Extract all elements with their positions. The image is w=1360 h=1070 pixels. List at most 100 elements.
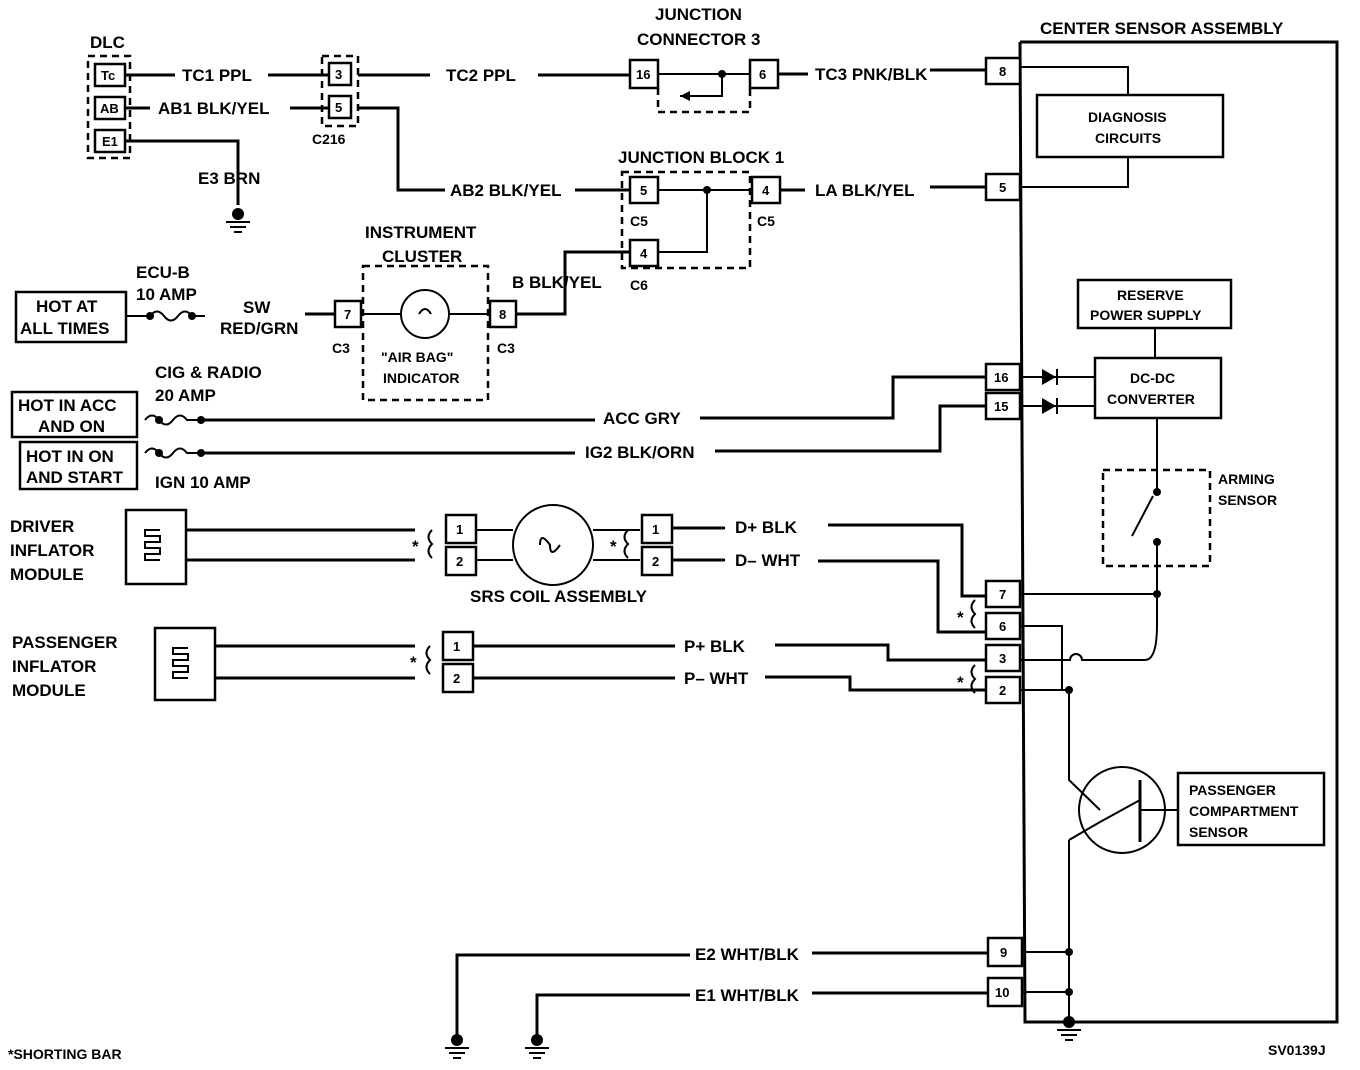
svg-text:16: 16 [994,370,1008,385]
svg-text:1: 1 [456,522,463,537]
srs-coil-assembly: SRS COIL ASSEMBLY [470,504,648,606]
wire-tc2-label: TC2 PPL [446,66,516,85]
fuse-ecu-b [126,310,205,322]
svg-text:PASSENGER: PASSENGER [1189,782,1276,798]
ground-symbol-e1 [525,1034,549,1059]
svg-text:ALL TIMES: ALL TIMES [20,319,109,338]
svg-text:10: 10 [995,985,1009,1000]
svg-text:3: 3 [999,651,1006,666]
connector-c216: 3 5 C216 [312,54,360,147]
wire-tc3-label: TC3 PNK/BLK [815,65,928,84]
svg-text:IGN 10 AMP: IGN 10 AMP [155,473,251,492]
svg-text:C3: C3 [332,340,350,356]
dlc-connector: DLC Tc AB E1 [86,33,132,160]
wire-e2-label: E2 WHT/BLK [695,945,800,964]
wire-e3-label: E3 BRN [198,169,260,188]
svg-text:CONNECTOR 3: CONNECTOR 3 [637,30,760,49]
power-hot-in-acc: HOT IN ACC AND ON [10,390,139,439]
footnote-shorting-bar: *SHORTING BAR [8,1046,122,1062]
svg-text:PASSENGER: PASSENGER [12,633,118,652]
svg-text:DIAGNOSIS: DIAGNOSIS [1088,109,1167,125]
svg-text:INDICATOR: INDICATOR [383,370,459,386]
wire-b-label: B BLK/YEL [512,273,602,292]
svg-text:RESERVE: RESERVE [1117,287,1184,303]
svg-text:MODULE: MODULE [12,681,86,700]
svg-text:10 AMP: 10 AMP [136,285,197,304]
power-hot-in-on: HOT IN ON AND START [18,440,139,491]
svg-text:DRIVER: DRIVER [10,517,74,536]
dlc-pin-e1: E1 [102,134,118,149]
wire-ab2-label: AB2 BLK/YEL [450,181,561,200]
dlc-label: DLC [90,33,125,52]
wire-pplus-label: P+ BLK [684,637,746,656]
ground-symbol-e3 [226,208,250,233]
ground-symbol-center [1057,1016,1081,1041]
wire-ab1-label: AB1 BLK/YEL [158,99,269,118]
svg-text:2: 2 [453,671,460,686]
passenger-inflator-module: PASSENGER INFLATOR MODULE [12,626,415,702]
svg-text:ARMING: ARMING [1218,471,1275,487]
svg-text:4: 4 [762,183,770,198]
svg-text:2: 2 [999,683,1006,698]
junction-block-1: JUNCTION BLOCK 1 5 4 4 C5 C5 C6 [618,148,784,293]
svg-text:*: * [957,608,964,627]
svg-text:6: 6 [999,619,1006,634]
svg-text:ECU-B: ECU-B [136,263,190,282]
svg-text:16: 16 [636,67,650,82]
svg-text:20 AMP: 20 AMP [155,386,216,405]
svg-text:3: 3 [335,67,342,82]
center-sensor-assembly: CENTER SENSOR ASSEMBLY 8 5 16 15 7 6 3 2… [984,19,1339,1041]
svg-text:SENSOR: SENSOR [1189,824,1248,840]
wire-tc1-label: TC1 PPL [182,66,252,85]
svg-text:CIRCUITS: CIRCUITS [1095,130,1161,146]
svg-text:COMPARTMENT: COMPARTMENT [1189,803,1299,819]
svg-text:2: 2 [456,554,463,569]
svg-text:C5: C5 [630,213,648,229]
wire-sw-label: SW [243,298,271,317]
svg-text:5: 5 [640,183,647,198]
svg-text:CIG & RADIO: CIG & RADIO [155,363,262,382]
svg-text:7: 7 [999,587,1006,602]
dlc-pin-tc: Tc [101,68,115,83]
svg-text:*: * [412,537,419,556]
svg-text:CONVERTER: CONVERTER [1107,391,1195,407]
instrument-cluster: INSTRUMENT CLUSTER "AIR BAG" INDICATOR [361,223,490,402]
svg-text:1: 1 [453,639,460,654]
svg-text:INFLATOR: INFLATOR [10,541,94,560]
driver-inflator-module: DRIVER INFLATOR MODULE [10,508,415,586]
svg-text:2: 2 [652,554,659,569]
svg-text:AND START: AND START [26,468,124,487]
svg-text:7: 7 [344,307,351,322]
junction-connector-3: JUNCTION CONNECTOR 3 16 6 [628,5,780,114]
svg-text:C3: C3 [497,340,515,356]
wire-acc-label: ACC GRY [603,409,681,428]
svg-text:AND ON: AND ON [38,417,105,436]
svg-text:SRS COIL ASSEMBLY: SRS COIL ASSEMBLY [470,587,648,606]
svg-text:INSTRUMENT: INSTRUMENT [365,223,477,242]
wire-dminus-label: D– WHT [735,551,801,570]
svg-text:DC-DC: DC-DC [1130,370,1175,386]
wire-dplus-label: D+ BLK [735,518,798,537]
svg-text:5: 5 [335,100,342,115]
svg-text:5: 5 [999,180,1006,195]
figure-code: SV0139J [1268,1042,1326,1058]
fuse-ign [144,447,200,459]
c216-label: C216 [312,131,346,147]
svg-text:15: 15 [994,399,1008,414]
svg-text:POWER SUPPLY: POWER SUPPLY [1090,307,1202,323]
svg-text:8: 8 [999,64,1006,79]
svg-text:SENSOR: SENSOR [1218,492,1277,508]
fuse-cig-radio [144,414,200,426]
svg-text:CENTER SENSOR ASSEMBLY: CENTER SENSOR ASSEMBLY [1040,19,1284,38]
svg-text:JUNCTION: JUNCTION [655,5,742,24]
svg-text:C5: C5 [757,213,775,229]
svg-text:CLUSTER: CLUSTER [382,247,462,266]
svg-text:*: * [410,653,417,672]
power-hot-at-all-times: HOT AT ALL TIMES [14,290,128,344]
svg-text:HOT IN ON: HOT IN ON [26,447,114,466]
svg-text:8: 8 [499,307,506,322]
svg-text:HOT AT: HOT AT [36,297,98,316]
wire-la-label: LA BLK/YEL [815,181,914,200]
wire-ig2-label: IG2 BLK/ORN [585,443,695,462]
